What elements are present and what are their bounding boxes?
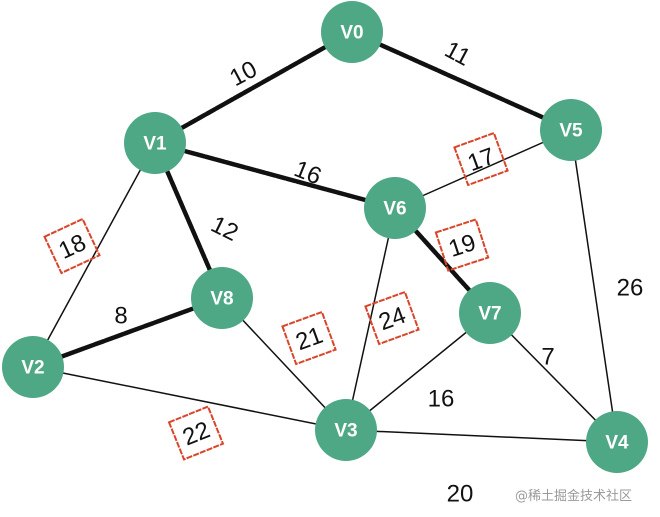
edge-weight-v1-v6: 16	[290, 155, 325, 190]
weight-highlight-box	[453, 131, 509, 187]
node-circle	[124, 112, 186, 174]
node-v0: V0	[321, 1, 383, 63]
edge-v5-v4	[570, 129, 618, 443]
node-v4: V4	[586, 411, 648, 473]
node-v1: V1	[124, 112, 186, 174]
node-v7: V7	[459, 282, 521, 344]
edge-weight-text: 20	[447, 481, 474, 508]
edge-v5-v6	[394, 129, 572, 209]
edge-weight-v3-v4: 20	[447, 481, 474, 508]
node-label: V4	[605, 433, 629, 454]
node-v2: V2	[2, 336, 64, 398]
edge-weight-text: 8	[114, 303, 127, 330]
edge-weight-v5-v4: 26	[617, 275, 644, 302]
node-v3: V3	[315, 399, 377, 461]
node-v5: V5	[540, 99, 602, 161]
node-label: V0	[340, 23, 363, 44]
node-circle	[315, 399, 377, 461]
edge-weight-v1-v2: 18	[43, 217, 101, 275]
edge-weight-text: 26	[617, 275, 644, 302]
edge-weight-v6-v3: 24	[364, 290, 420, 346]
node-circle	[2, 336, 64, 398]
edge-weight-v8-v2: 8	[114, 303, 127, 330]
node-label: V5	[559, 121, 583, 142]
node-circle	[540, 99, 602, 161]
edge-v0-v1	[152, 29, 355, 146]
edge-weight-text: 7	[541, 344, 554, 371]
node-label: V1	[143, 134, 167, 155]
node-circle	[459, 282, 521, 344]
edge-weight-text: 16	[428, 386, 455, 413]
weight-highlight-box	[167, 405, 225, 461]
node-circle	[321, 1, 383, 63]
edge-weight-text: 22	[179, 416, 214, 451]
edge-weight-text: 24	[375, 302, 409, 337]
node-v6: V6	[364, 177, 426, 239]
edge-v0-v5	[349, 29, 574, 133]
watermark-text: @稀土掘金技术社区	[515, 488, 632, 504]
edge-v2-v3	[32, 366, 347, 431]
node-circle	[586, 411, 648, 473]
edge-weight-v7-v3: 16	[428, 386, 455, 413]
edge-weight-v5-v6: 17	[453, 131, 509, 187]
node-label: V3	[334, 421, 357, 442]
edge-weight-v0-v5: 11	[440, 36, 475, 72]
edge-weight-v8-v3: 21	[281, 310, 337, 366]
edge-v3-v4	[345, 429, 618, 443]
node-circle	[364, 177, 426, 239]
edge-weight-v1-v8: 12	[207, 211, 243, 247]
edge-v8-v2	[30, 295, 225, 370]
edge-weight-text: 18	[55, 229, 91, 265]
node-circle	[191, 267, 253, 329]
edge-v1-v6	[152, 140, 398, 211]
edge-v6-v3	[345, 207, 396, 431]
edge-weight-v2-v3: 22	[167, 405, 225, 461]
node-v8: V8	[191, 267, 253, 329]
node-label: V8	[210, 289, 233, 310]
edge-weight-text: 12	[207, 211, 243, 247]
edge-weight-text: 16	[290, 155, 325, 190]
edge-weight-text: 11	[440, 36, 475, 72]
edges-layer	[30, 29, 618, 443]
edge-weight-text: 19	[445, 229, 479, 263]
node-label: V2	[21, 358, 44, 379]
node-label: V6	[383, 199, 406, 220]
edge-weight-text: 21	[292, 322, 326, 357]
edge-v1-v2	[32, 142, 156, 368]
node-label: V7	[478, 304, 501, 325]
weight-highlight-box	[434, 218, 490, 272]
edge-weight-v7-v4: 7	[541, 344, 554, 371]
edge-weight-text: 17	[464, 143, 498, 178]
